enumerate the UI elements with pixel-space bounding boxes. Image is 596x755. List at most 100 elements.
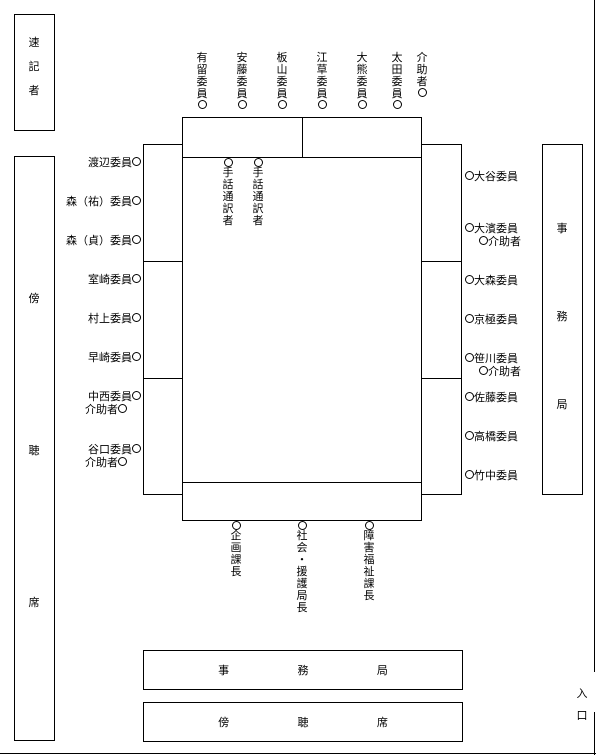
- stenographer-char: 者: [28, 84, 40, 97]
- top-member-5-char: 大: [356, 51, 368, 64]
- bottom-official-2-char: 会: [296, 541, 308, 554]
- bottom-official-1-char: 長: [230, 565, 242, 578]
- interpreter-1-char: 話: [222, 178, 234, 191]
- left-table-divider-2: [143, 378, 183, 379]
- top-member-2: 安藤委員: [236, 52, 248, 109]
- left-member-6: 早崎委員: [88, 351, 141, 364]
- right-member-assistant: 介助者: [488, 235, 521, 248]
- interpreter-1-char: 通: [222, 190, 234, 203]
- top-member-5-char: 委: [356, 75, 368, 88]
- interpreter-2-char: 者: [252, 214, 264, 227]
- bottom-official-1: 企画課長: [230, 521, 242, 578]
- frame-bottom-line: [0, 753, 596, 754]
- left-member-assistant: 介助者: [85, 403, 118, 416]
- seat-circle-icon: [132, 196, 141, 205]
- left-member-name: 中西委員: [88, 390, 132, 403]
- left-member-name: 渡辺委員: [88, 156, 132, 169]
- seat-circle-icon: [132, 352, 141, 361]
- left-gallery-char: 傍: [28, 292, 40, 305]
- top-member-4-char: 委: [316, 75, 328, 88]
- top-member-1-char: 委: [196, 75, 208, 88]
- left-table: [143, 144, 183, 495]
- top-member-2-char: 藤: [236, 63, 248, 76]
- left-member-name: 森（貞）委員: [66, 234, 132, 247]
- right-member-4: 京極委員: [465, 313, 518, 326]
- seat-circle-icon: [118, 404, 127, 413]
- right-member-name: 佐藤委員: [474, 391, 518, 404]
- bottom-secretariat-char-1: 事: [218, 664, 230, 677]
- bottom-official-2-char: 護: [296, 577, 308, 590]
- seat-circle-icon: [118, 457, 127, 466]
- seat-circle-icon: [297, 521, 307, 530]
- top-member-2-char: 委: [236, 75, 248, 88]
- top-assistant-char: 介: [416, 51, 428, 64]
- left-member-name: 早崎委員: [88, 351, 132, 364]
- right-secretariat-char: 務: [556, 310, 568, 323]
- left-member-5: 村上委員: [88, 312, 141, 325]
- seat-circle-icon: [231, 521, 241, 530]
- top-member-5-char: 員: [356, 87, 368, 100]
- left-member-8: 谷口委員介助者: [85, 443, 141, 469]
- bottom-official-3-char: 障: [363, 529, 375, 542]
- top-member-2-char: 安: [236, 51, 248, 64]
- right-member-6: 佐藤委員: [465, 391, 518, 404]
- bottom-gallery-char-3: 席: [376, 716, 388, 729]
- left-member-1: 渡辺委員: [88, 156, 141, 169]
- top-member-4: 江草委員: [316, 52, 328, 109]
- bottom-official-2-char: 援: [296, 565, 308, 578]
- seat-circle-icon: [277, 100, 287, 109]
- seat-circle-icon: [479, 236, 488, 245]
- right-secretariat-char: 局: [556, 398, 568, 411]
- central-table-inner: [182, 157, 422, 483]
- top-table-divider: [302, 117, 303, 157]
- top-member-3-char: 山: [276, 63, 288, 76]
- left-member-name: 森（祐）委員: [66, 195, 132, 208]
- stenographer-label: 速記者: [28, 37, 40, 97]
- bottom-secretariat-box: 事 務 局: [143, 650, 463, 690]
- right-member-5: 笹川委員介助者: [465, 352, 521, 378]
- seat-circle-icon: [237, 100, 247, 109]
- right-member-name: 高橋委員: [474, 430, 518, 443]
- top-member-5: 大熊委員: [356, 52, 368, 109]
- right-member-3: 大森委員: [465, 274, 518, 287]
- seat-circle-icon: [465, 223, 474, 232]
- left-gallery-char: 聴: [28, 444, 40, 457]
- seat-circle-icon: [132, 235, 141, 244]
- top-member-3-char: 板: [276, 51, 288, 64]
- top-member-3-char: 委: [276, 75, 288, 88]
- right-table-divider-2: [421, 378, 462, 379]
- seat-circle-icon: [357, 100, 367, 109]
- right-member-name: 竹中委員: [474, 469, 518, 482]
- left-member-assistant: 介助者: [85, 456, 118, 469]
- right-member-7: 高橋委員: [465, 430, 518, 443]
- seat-circle-icon: [317, 100, 327, 109]
- top-member-2-char: 員: [236, 87, 248, 100]
- seat-circle-icon: [392, 100, 402, 109]
- bottom-official-3: 障害福祉課長: [363, 521, 375, 602]
- bottom-official-3-char: 長: [363, 589, 375, 602]
- bottom-official-2-char: ・: [296, 553, 308, 566]
- right-member-2: 大濱委員介助者: [465, 222, 521, 248]
- right-secretariat-char: 事: [556, 222, 568, 235]
- seat-circle-icon: [132, 391, 141, 400]
- top-member-4-char: 草: [316, 63, 328, 76]
- right-member-name: 京極委員: [474, 313, 518, 326]
- left-member-3: 森（貞）委員: [66, 234, 141, 247]
- seat-circle-icon: [465, 275, 474, 284]
- seat-circle-icon: [465, 470, 474, 479]
- left-gallery-char: 席: [28, 596, 40, 609]
- right-member-name: 大森委員: [474, 274, 518, 287]
- interpreter-2: 手話通訳者: [252, 158, 264, 227]
- frame-right-line-lower: [594, 712, 595, 755]
- top-member-5-char: 熊: [356, 63, 368, 76]
- top-member-6-char: 田: [391, 63, 403, 76]
- entrance-label: 入口: [576, 688, 588, 722]
- seat-circle-icon: [465, 171, 474, 180]
- seat-circle-icon: [253, 158, 263, 167]
- seat-circle-icon: [465, 431, 474, 440]
- right-table-divider-1: [421, 261, 462, 262]
- seat-circle-icon: [197, 100, 207, 109]
- top-member-6-char: 員: [391, 87, 403, 100]
- stenographer-char: 記: [28, 60, 40, 73]
- bottom-official-2: 社会・援護局長: [296, 521, 308, 614]
